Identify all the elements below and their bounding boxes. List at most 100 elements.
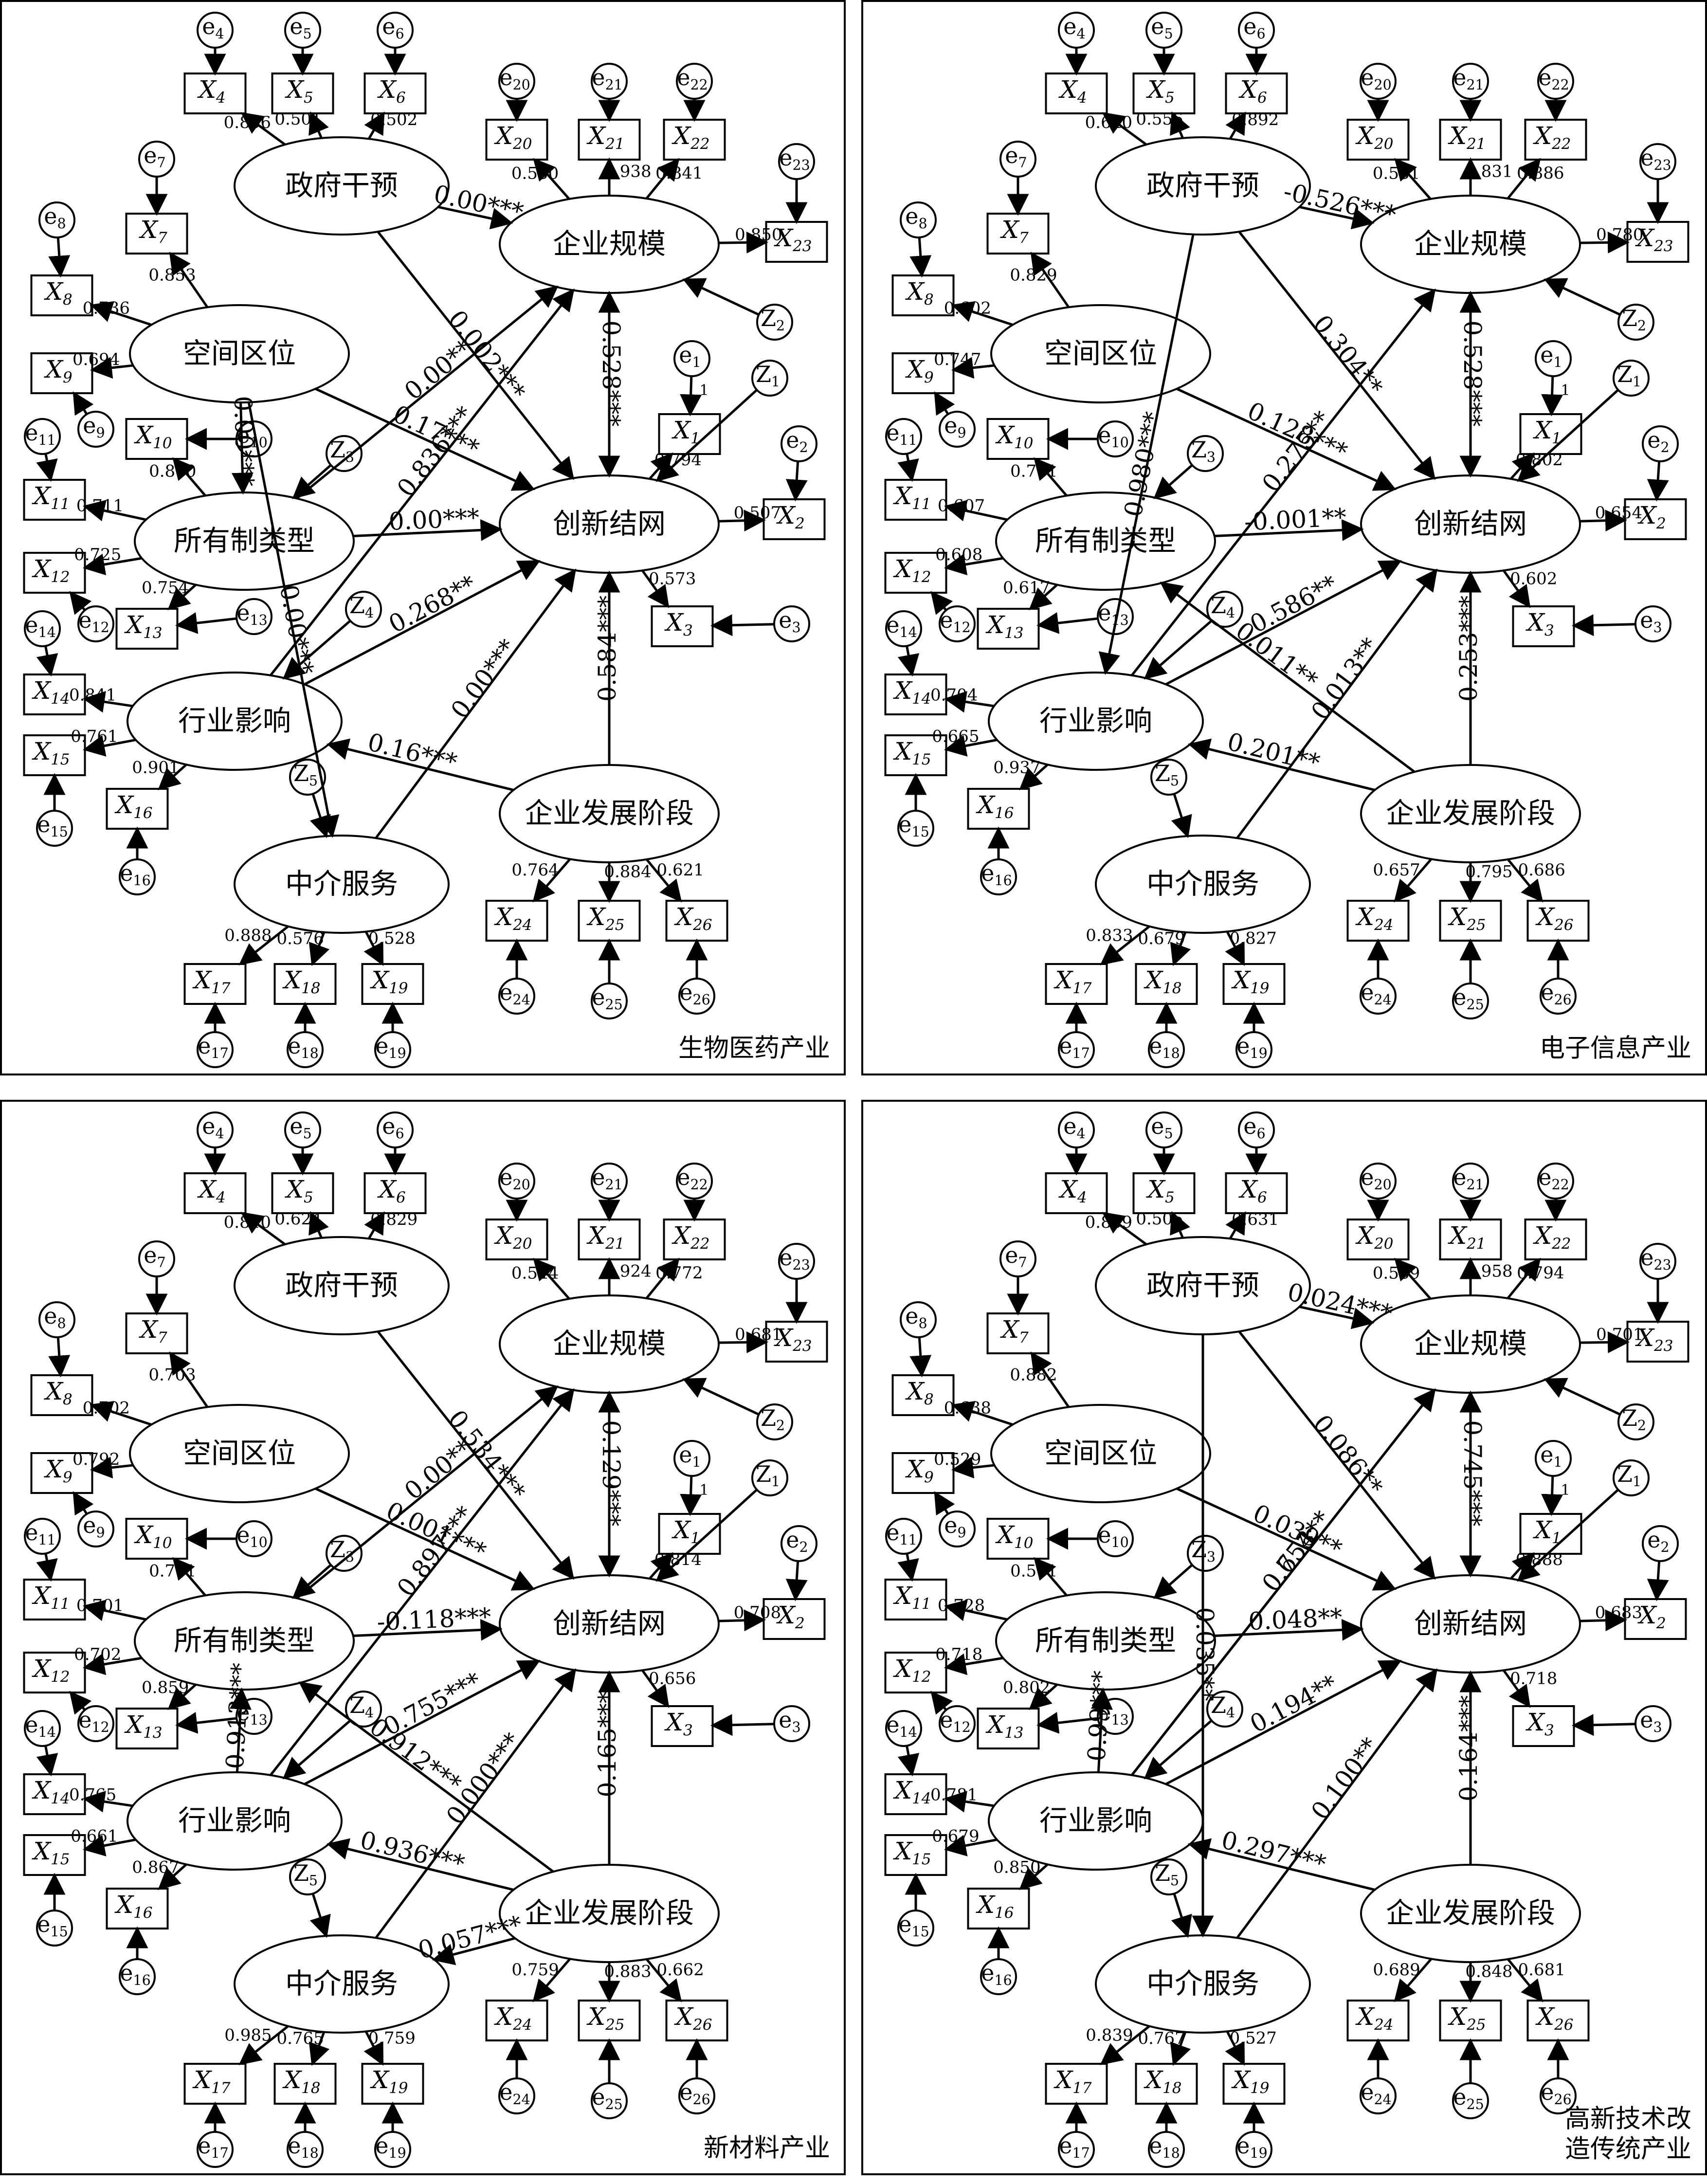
path-own-size [296, 1385, 559, 1600]
indicator-X11-label: X11 [31, 1582, 70, 1613]
indicator-X2-label: X2 [776, 501, 804, 532]
error-e14-label: e14 [886, 612, 917, 640]
indicator-X4-label: X4 [1058, 75, 1087, 107]
path-space-net [1176, 387, 1397, 491]
latent-gov-label: 政府干预 [1146, 169, 1259, 202]
loading-X21: 0.958 [1465, 1262, 1512, 1281]
error-arrow-e14 [897, 645, 920, 677]
indicator-X3-label: X3 [1525, 608, 1554, 639]
error-arrow-e2 [1647, 1561, 1669, 1602]
latent-inter-label: 中介服务 [285, 1967, 398, 2000]
disturbance-Z5-label: Z5 [1155, 760, 1179, 788]
error-arrow-e11 [36, 453, 58, 482]
path-gov-size [1299, 1305, 1375, 1329]
error-e17-label: e17 [198, 2132, 229, 2161]
error-e3 [773, 605, 810, 642]
loading-X7: 0.853 [148, 266, 196, 285]
error-arrow-e9 [934, 391, 955, 416]
indicator-X9-label: X9 [43, 355, 72, 386]
indicator-X18-label: X18 [1143, 2066, 1181, 2097]
loading-X21: 0.924 [604, 1262, 651, 1281]
panel-title: 新材料产业 [704, 2134, 830, 2163]
panel-3: 政府干预企业规模空间区位创新结网所有制类型行业影响企业发展阶段中介服务X40.8… [0, 1100, 846, 2175]
error-e15-label: e15 [898, 811, 929, 839]
path-stage-ind [1187, 1838, 1375, 1891]
path-ind-size [270, 288, 575, 676]
error-e18-label: e18 [1149, 1033, 1180, 1061]
error-e1-label: e1 [1540, 1441, 1562, 1470]
error-e20-label: e20 [1361, 1164, 1392, 1192]
path-coef-own-net: 0.00*** [388, 503, 480, 536]
error-arrow-e9 [73, 1491, 94, 1516]
loading-arrow-X7 [169, 252, 209, 308]
latent-ind-label: 行业影响 [178, 704, 291, 737]
loading-arrow-X20 [533, 158, 570, 200]
error-arrow-e2 [1647, 461, 1669, 502]
indicator-X10-label: X10 [995, 1521, 1033, 1552]
path-coef-ind-own: 0.913*** [221, 1662, 255, 1770]
loading-arrow-X17 [238, 925, 289, 965]
latent-space [990, 304, 1211, 403]
error-e14-label: e14 [886, 1711, 917, 1740]
indicator-X24 [1346, 900, 1410, 942]
disturbance-Z2-label: Z2 [761, 305, 785, 333]
error-arrow-e11 [36, 1553, 58, 1582]
indicator-X12 [884, 552, 947, 594]
error-e1 [673, 1440, 710, 1477]
latent-own-label: 所有制类型 [1035, 1624, 1176, 1657]
indicator-X26-label: X26 [1535, 2002, 1573, 2034]
loading-arrow-X16 [1019, 1863, 1049, 1891]
disturbance-Z4 [345, 591, 382, 628]
disturbance-Z4-label: Z4 [349, 592, 374, 620]
indicator-X12 [23, 552, 86, 594]
error-e5-label: e5 [290, 13, 311, 41]
loading-X25: 0.795 [1465, 862, 1512, 882]
loading-arrow-X5 [309, 111, 329, 139]
indicator-X8 [30, 274, 93, 316]
error-e12 [77, 1705, 114, 1742]
indicator-X3-label: X3 [1525, 1708, 1554, 1739]
indicator-X19 [361, 963, 424, 1005]
error-arrow-e9 [73, 391, 94, 416]
disturbance-arrow-Z2 [1544, 1378, 1621, 1416]
loading-X5: 0.501 [274, 109, 322, 129]
loading-arrow-X22 [645, 1257, 680, 1299]
disturbance-Z4-label: Z4 [1211, 592, 1235, 620]
error-e10-label: e10 [236, 422, 268, 450]
error-e7-label: e7 [144, 1242, 165, 1270]
loading-arrow-X23 [718, 231, 768, 254]
indicator-X21-label: X21 [1447, 122, 1486, 153]
loading-arrow-X4 [240, 112, 286, 146]
latent-ind [127, 672, 343, 771]
loading-arrow-X17 [1100, 925, 1150, 965]
indicator-X17-label: X17 [192, 966, 230, 997]
disturbance-Z1-label: Z1 [1617, 361, 1641, 389]
error-e1 [1535, 1440, 1572, 1477]
indicator-X23-label: X23 [773, 1324, 812, 1355]
error-e11 [885, 1518, 922, 1555]
latent-own [995, 491, 1216, 591]
indicator-X19-label: X19 [1231, 966, 1269, 997]
loading-X23: 0.681 [735, 1325, 782, 1345]
error-e25-label: e25 [1453, 984, 1484, 1012]
indicator-X13-label: X13 [985, 1711, 1023, 1742]
error-arrow-e12 [930, 591, 953, 615]
error-e13 [236, 598, 272, 635]
loading-X8: 0.702 [83, 1399, 130, 1418]
path-coef-ind-own: 0.99*** [1082, 1670, 1115, 1762]
disturbance-arrow-Z4 [1144, 619, 1213, 680]
indicator-X20-label: X20 [1355, 1221, 1393, 1253]
indicator-X12-label: X12 [31, 555, 70, 586]
loading-X3: 0.656 [649, 1669, 696, 1688]
loading-X25: 0.884 [604, 862, 651, 882]
path-own-size [296, 285, 559, 500]
loading-X22: 0.794 [1517, 1263, 1564, 1283]
indicator-X7-label: X7 [999, 216, 1029, 247]
path-stage-ind [1187, 738, 1375, 791]
error-e14 [24, 610, 61, 647]
loading-arrow-X4 [240, 1212, 286, 1246]
error-e13-label: e13 [1098, 600, 1129, 628]
error-arrow-e13 [1036, 1711, 1098, 1734]
loading-X19: 0.759 [368, 2028, 416, 2048]
loading-X19: 0.827 [1230, 928, 1277, 948]
